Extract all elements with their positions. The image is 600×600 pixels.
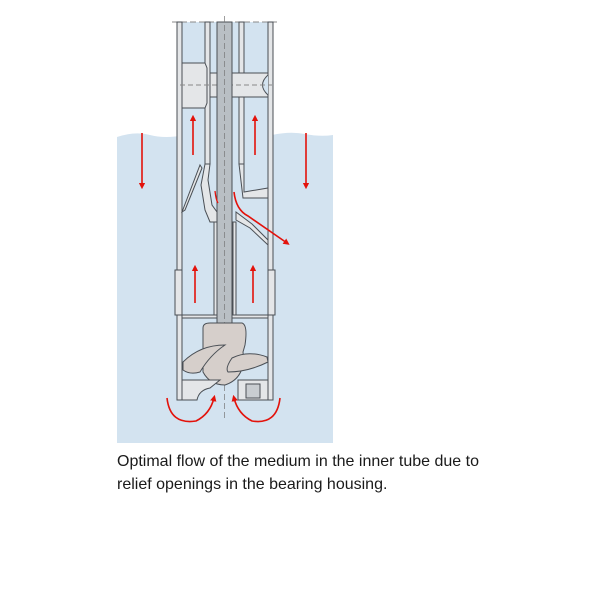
caption-line-1: Optimal flow of the medium in the inner …	[117, 453, 479, 470]
propeller	[182, 322, 269, 386]
bottom-housing	[181, 379, 269, 401]
flow-arrows	[138, 114, 310, 423]
caption-line-2: relief openings in the bearing housing.	[117, 476, 388, 493]
relief-flow-arrow	[233, 191, 290, 245]
mixer-flow-diagram	[117, 16, 333, 443]
intake-arrow-left	[166, 394, 217, 423]
figure-caption: Optimal flow of the medium in the inner …	[117, 450, 517, 496]
intake-arrow-right	[231, 394, 281, 423]
